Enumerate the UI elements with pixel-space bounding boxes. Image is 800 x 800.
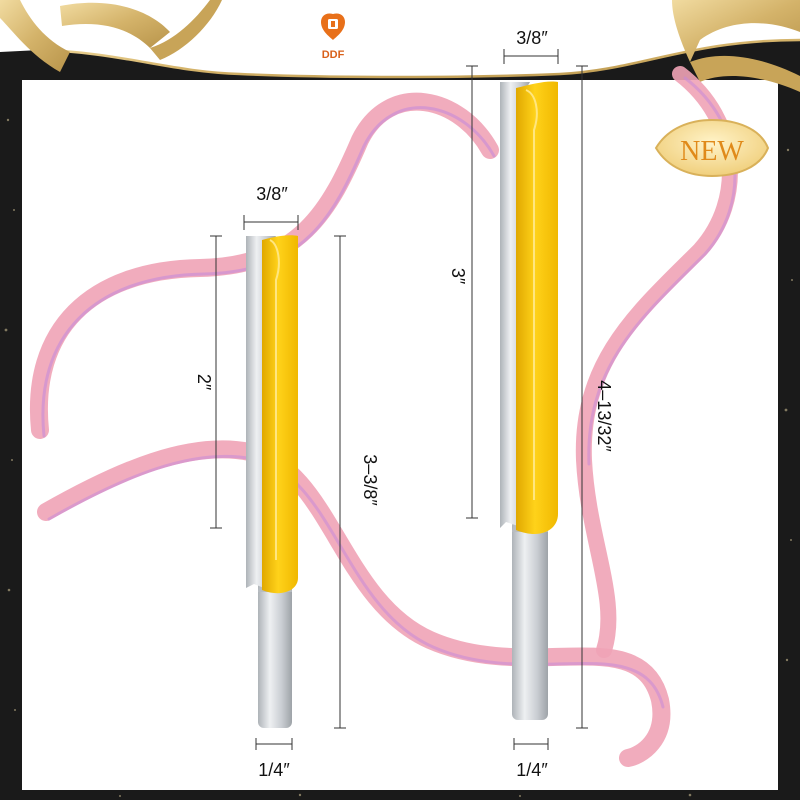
short-cut-length-label: 2″ (194, 374, 214, 391)
dimension-lines-short (210, 215, 346, 750)
short-shank-diameter-label: 1/4″ (258, 760, 290, 780)
long-cut-length-label: 3″ (448, 268, 468, 285)
router-bit-short (246, 235, 298, 728)
short-cut-diameter-label: 3/8″ (256, 184, 288, 204)
dimension-lines-long (466, 49, 588, 750)
brand-logo: DDF (321, 13, 345, 61)
flute-long (516, 81, 558, 535)
gold-ribbon-corner-left (0, 0, 222, 72)
gold-ribbon-corner-right (672, 0, 800, 92)
new-badge: NEW (654, 118, 770, 178)
router-bit-long (500, 81, 558, 720)
long-shank-diameter-label: 1/4″ (516, 760, 548, 780)
new-badge-label: NEW (680, 136, 744, 167)
short-overall-length-label: 3–3/8″ (360, 454, 380, 506)
shank-long (512, 520, 548, 720)
brand-name: DDF (322, 49, 345, 61)
long-overall-length-label: 4–13/32″ (594, 380, 614, 452)
flute-short (262, 235, 298, 594)
long-cut-diameter-label: 3/8″ (516, 28, 548, 48)
shank-short (258, 580, 292, 728)
